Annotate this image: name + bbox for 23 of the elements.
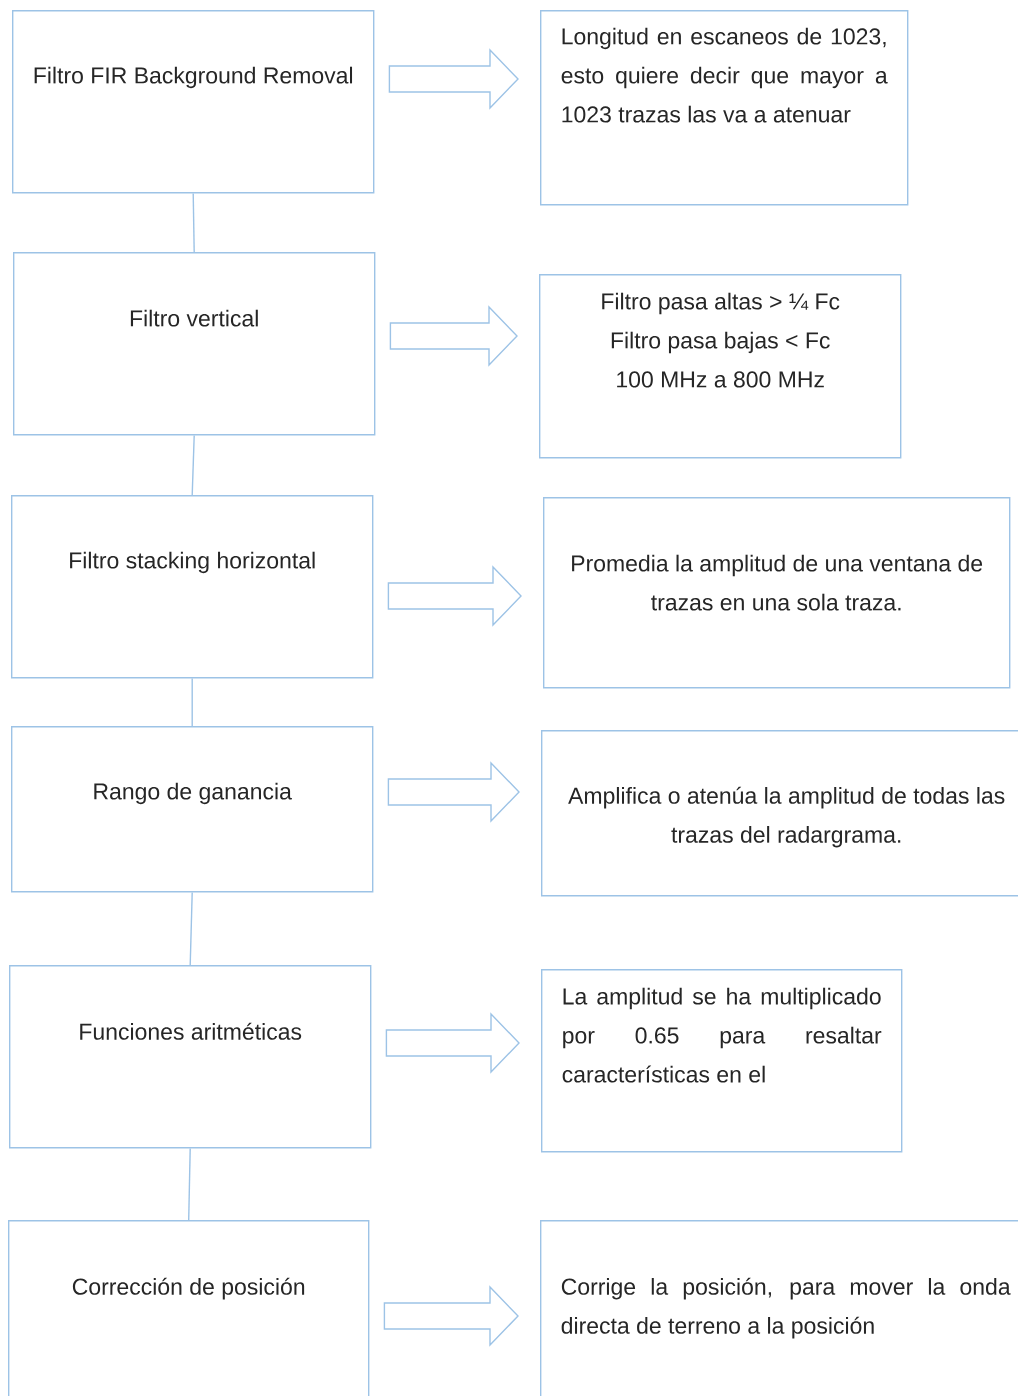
process-box: Filtro stacking horizontal bbox=[11, 495, 374, 679]
block-arrow bbox=[385, 1012, 520, 1074]
block-arrow bbox=[388, 48, 519, 110]
connector-line bbox=[191, 434, 195, 496]
process-box: Rango de ganancia bbox=[11, 726, 374, 893]
block-arrow bbox=[389, 305, 518, 367]
description-box: Filtro pasa altas > ¼ Fc Filtro pasa bajas < Fc 100 MHz a 800 MHz bbox=[539, 274, 902, 459]
description-box: La amplitud se ha multiplicado por 0.65 para resaltar características en el bbox=[541, 969, 903, 1153]
process-box: Funciones aritméticas bbox=[9, 965, 372, 1149]
connector-line bbox=[191, 677, 193, 727]
block-arrow bbox=[387, 565, 522, 627]
description-box: Promedia la amplitud de una ventana de trazas en una sola traza. bbox=[543, 497, 1011, 689]
process-box: Filtro vertical bbox=[13, 252, 376, 436]
description-box: Corrige la posición, para mover la onda directa de terreno a la posición bbox=[540, 1220, 1018, 1396]
description-box: Longitud en escaneos de 1023, esto quiere decir que mayor a 1023 trazas las va a atenuar bbox=[540, 10, 909, 206]
block-arrow bbox=[383, 1285, 519, 1347]
connector-line bbox=[188, 1147, 191, 1221]
description-box: Amplifica o atenúa la amplitud de todas las trazas del radargrama. bbox=[541, 730, 1018, 897]
block-arrow bbox=[387, 761, 520, 823]
process-box: Filtro FIR Background Removal bbox=[12, 10, 375, 194]
process-box: Corrección de posición bbox=[8, 1220, 370, 1396]
connector-line bbox=[189, 891, 193, 966]
connector-line bbox=[192, 192, 195, 253]
